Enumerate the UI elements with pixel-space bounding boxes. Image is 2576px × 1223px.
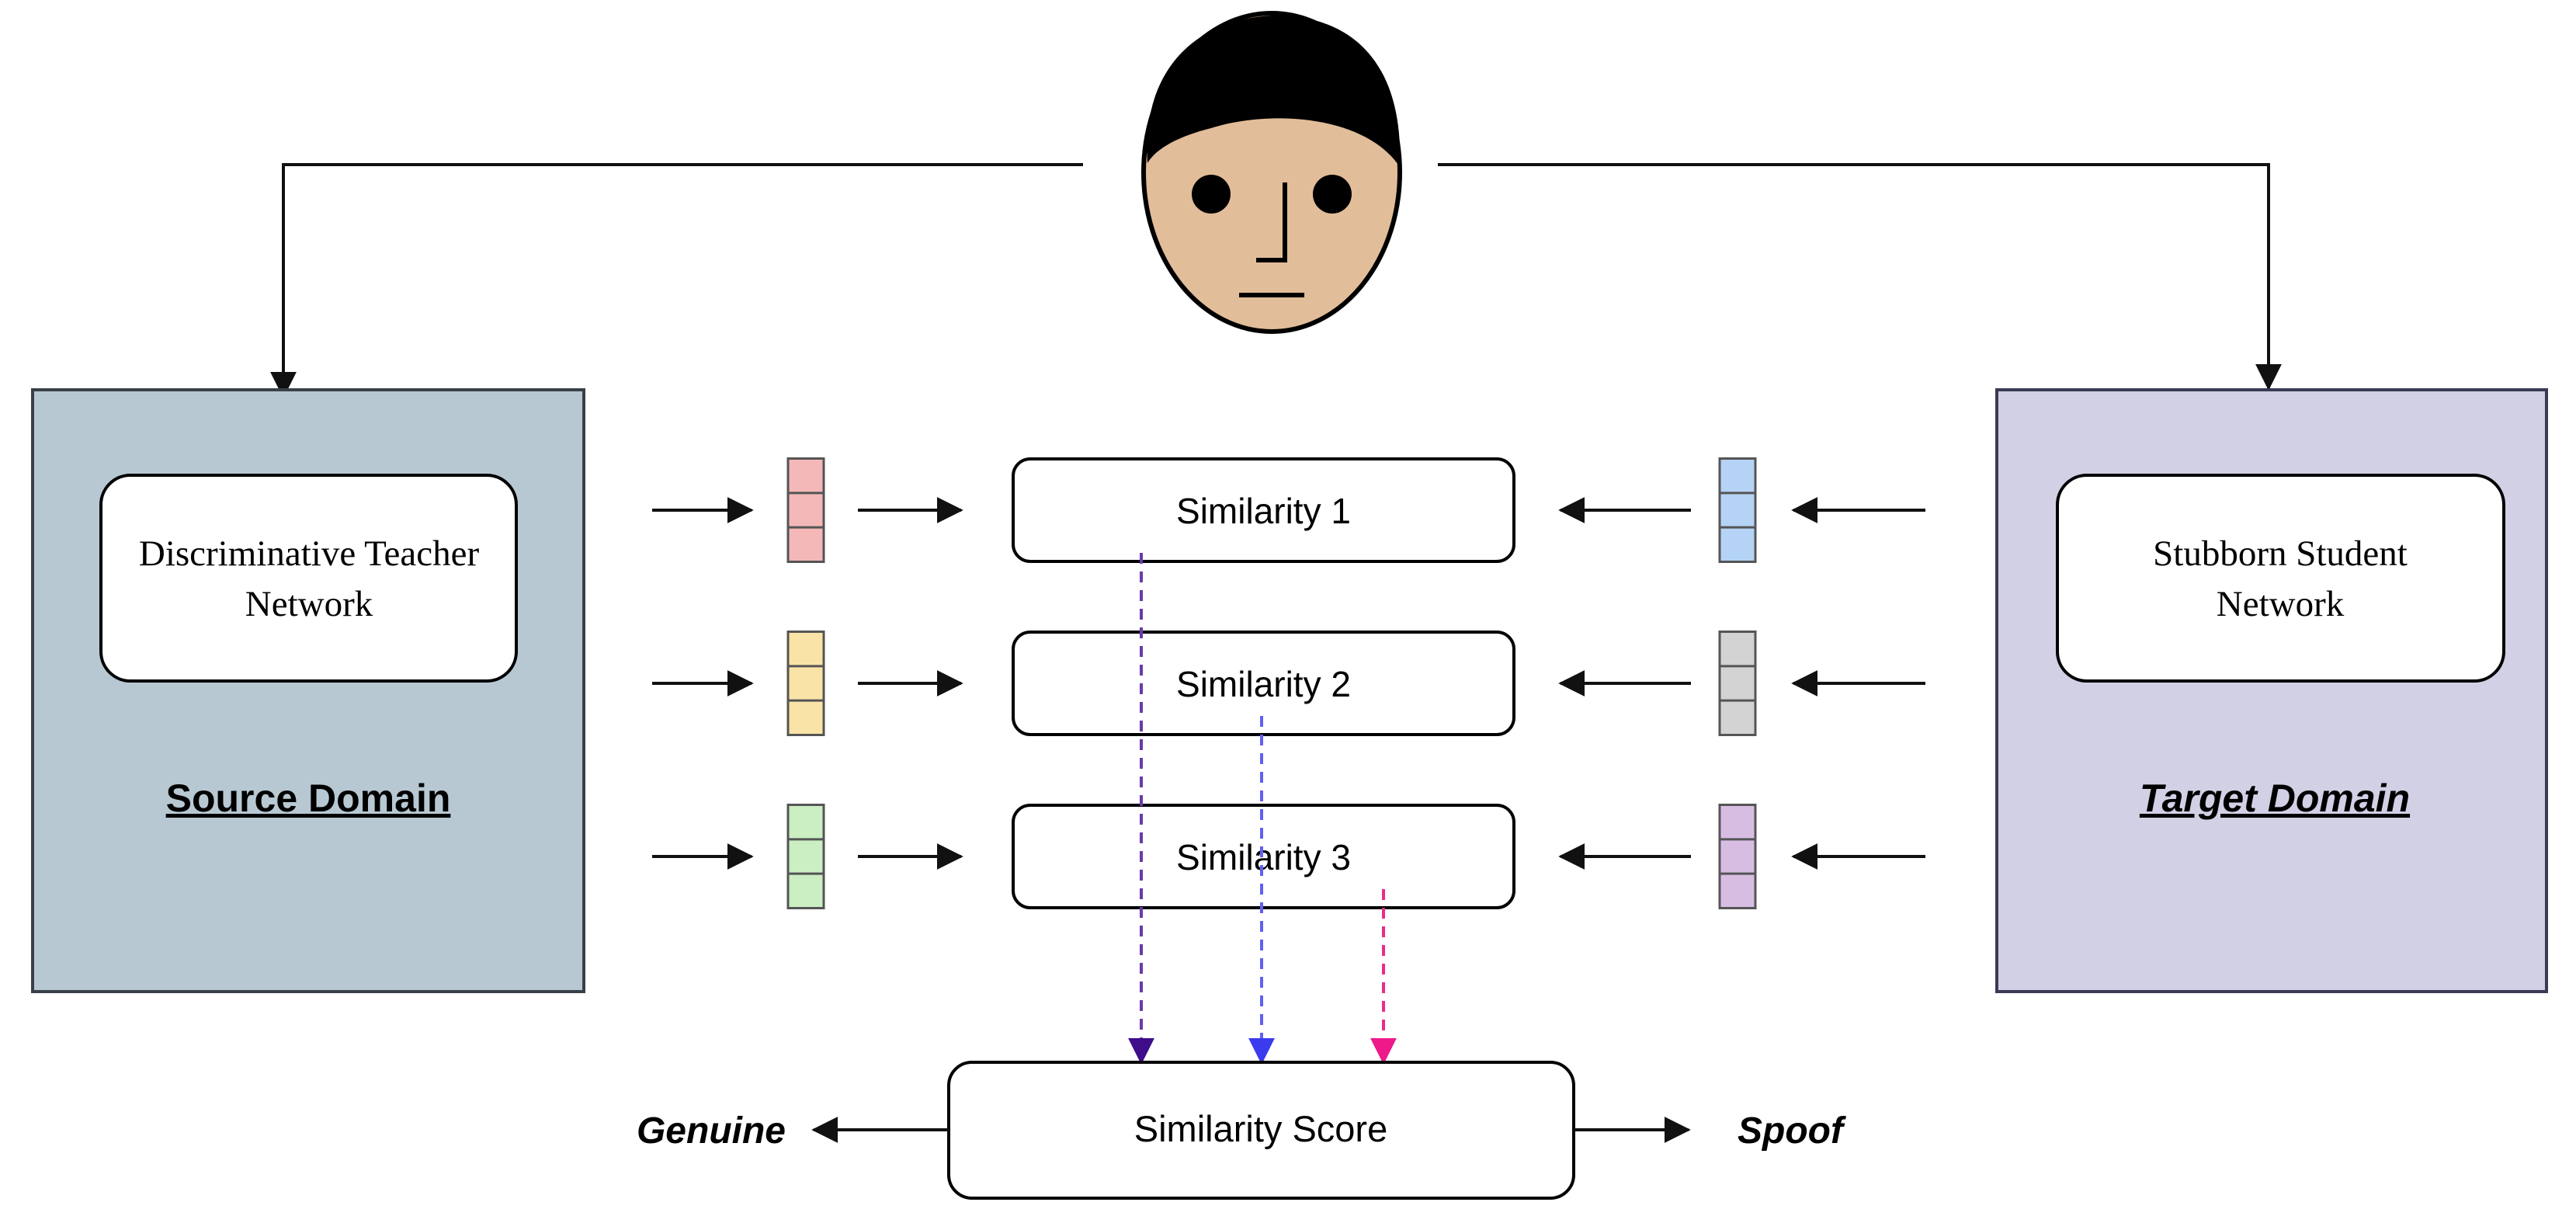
- target-domain-panel: Stubborn Student Network Target Domain: [1995, 388, 2548, 993]
- similarity-box-3: [1012, 804, 1515, 909]
- source-domain-label: Source Domain: [166, 777, 451, 820]
- student-network-label-line1: Stubborn Student: [2153, 533, 2408, 574]
- similarity-label-2: Similarity 2: [1176, 664, 1351, 704]
- genuine-label: Genuine: [637, 1110, 786, 1152]
- similarity-rows: Similarity 1 Similarity 2 Similarity 3: [652, 457, 1925, 909]
- target-feature-vector-1: [1718, 457, 1757, 563]
- dashed-connectors: [1128, 553, 1397, 1065]
- similarity-score-box: Similarity Score: [947, 1061, 1575, 1200]
- source-feature-vector-1: [786, 457, 825, 563]
- face-icon: [1141, 11, 1402, 334]
- similarity-label-3: Similarity 3: [1176, 837, 1351, 877]
- similarity-box-1: [1012, 457, 1515, 563]
- outputs: Genuine Spoof: [637, 1110, 1846, 1152]
- target-domain-label: Target Domain: [2140, 777, 2410, 820]
- spoof-label: Spoof: [1738, 1110, 1846, 1152]
- source-domain-panel: Discriminative Teacher Network Source Do…: [31, 388, 585, 993]
- teacher-network-box: [99, 474, 518, 683]
- teacher-network-label-line2: Network: [245, 584, 373, 624]
- source-feature-vector-2: [786, 631, 825, 736]
- teacher-network-label-line1: Discriminative Teacher: [139, 533, 480, 574]
- source-feature-vector-3: [786, 804, 825, 909]
- face-to-panels-connectors: [270, 163, 2282, 398]
- student-network-label-line2: Network: [2217, 584, 2345, 624]
- target-feature-vector-3: [1718, 804, 1757, 909]
- similarity-box-2: [1012, 631, 1515, 736]
- similarity-row-1: Similarity 1: [652, 457, 1925, 563]
- similarity-row-2: Similarity 2: [652, 631, 1925, 736]
- similarity-row-3: Similarity 3: [652, 804, 1925, 909]
- similarity-label-1: Similarity 1: [1176, 491, 1351, 531]
- student-network-box: [2056, 474, 2505, 683]
- similarity-score-label: Similarity Score: [1134, 1108, 1387, 1149]
- target-feature-vector-2: [1718, 631, 1757, 736]
